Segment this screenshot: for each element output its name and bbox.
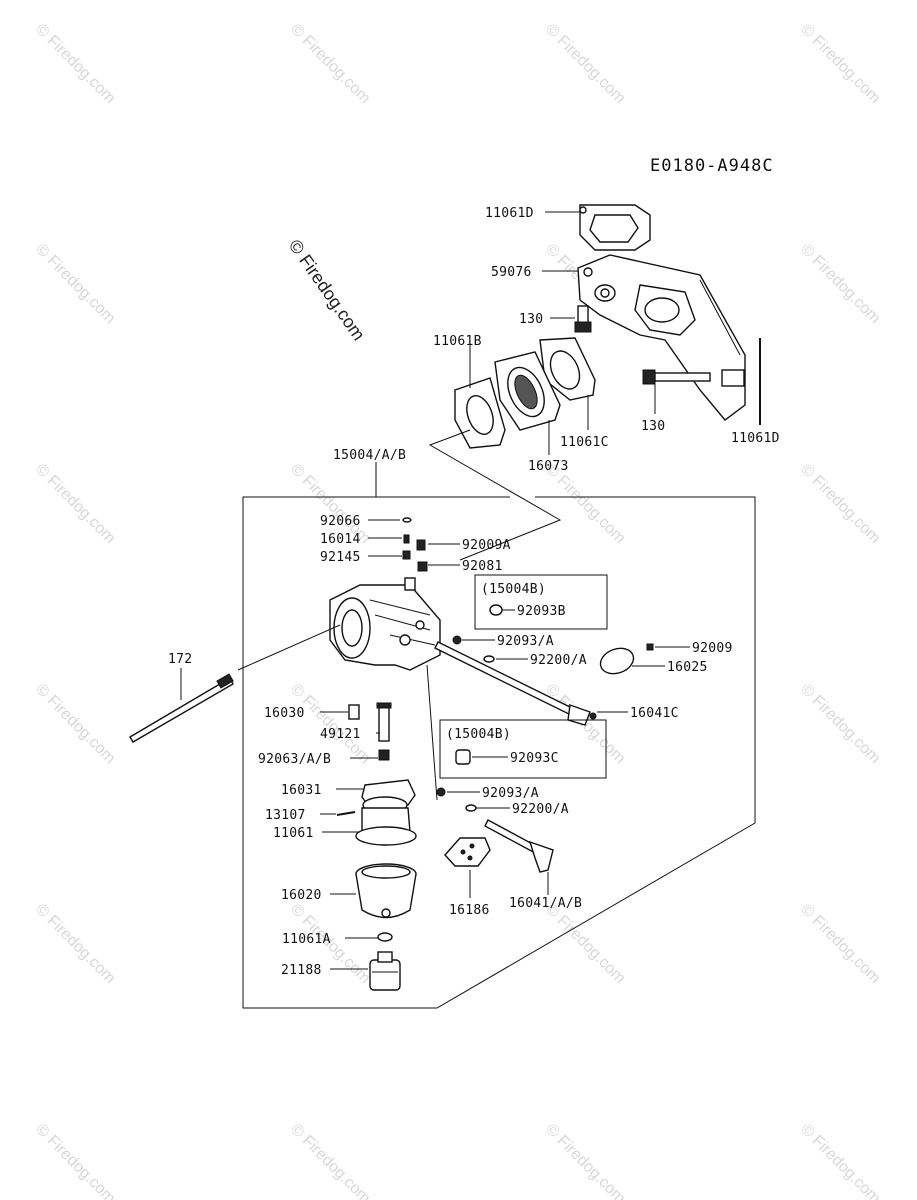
choke-shaft-16041ab [484, 819, 554, 873]
label-16041ab: 16041/A/B [509, 896, 582, 911]
label-11061a: 11061A [282, 932, 331, 947]
watermark: © Firedog.com [287, 1121, 373, 1200]
watermark: © Firedog.com [542, 901, 628, 987]
watermark: © Firedog.com [797, 241, 883, 327]
watermark: © Firedog.com [287, 21, 373, 107]
guide-line [426, 664, 438, 801]
washer-92200a-1 [483, 655, 495, 663]
bolt-130-top [574, 305, 592, 333]
watermark: © Firedog.com [797, 21, 883, 107]
option-header: (15004B) [446, 727, 511, 742]
label-59076: 59076 [491, 265, 532, 280]
leader-lines [180, 211, 690, 970]
watermark: © Firedog.com [32, 901, 118, 987]
jet-92063 [378, 749, 390, 761]
label-16025: 16025 [667, 660, 708, 675]
gasket-11061 [355, 807, 417, 846]
label-92200a-1: 92200/A [530, 653, 587, 668]
label-92063: 92063/A/B [258, 752, 331, 767]
option-header: (15004B) [481, 582, 546, 597]
option-box-92093b: (15004B) 92093B [474, 574, 608, 630]
label-92009: 92009 [692, 641, 733, 656]
label-13107: 13107 [265, 808, 306, 823]
copyright-notice: © Firedog.com [285, 236, 369, 344]
tube-49121 [376, 702, 392, 742]
watermark: © Firedog.com [797, 901, 883, 987]
watermark: © Firedog.com [32, 241, 118, 327]
label-172: 172 [168, 652, 192, 667]
bowl-16020 [355, 863, 417, 919]
option-part: 92093C [510, 751, 559, 766]
shaft-axis [237, 624, 341, 671]
watermark: © Firedog.com [32, 461, 118, 547]
watermark: © Firedog.com [797, 1121, 883, 1200]
label-11061: 11061 [273, 826, 314, 841]
label-130-right: 130 [641, 419, 665, 434]
label-92081: 92081 [462, 559, 503, 574]
option-part: 92093B [517, 604, 566, 619]
manifold-59076 [577, 254, 746, 421]
label-11061b: 11061B [433, 334, 482, 349]
label-92145: 92145 [320, 550, 361, 565]
label-92093a-1: 92093/A [497, 634, 554, 649]
label-21188: 21188 [281, 963, 322, 978]
screw-172 [129, 673, 234, 743]
jet-16030 [348, 704, 360, 720]
watermark: © Firedog.com [797, 461, 883, 547]
label-11061d-top: 11061D [485, 206, 534, 221]
label-92009a: 92009A [462, 538, 511, 553]
label-16014: 16014 [320, 532, 361, 547]
gasket-11061b [454, 377, 506, 449]
carburetor-body [329, 577, 441, 671]
washer-92200a-2 [465, 804, 477, 812]
small-parts-top [402, 517, 428, 572]
watermark: © Firedog.com [797, 681, 883, 767]
watermark: © Firedog.com [542, 1121, 628, 1200]
seal-92093a-1 [452, 635, 462, 645]
watermark-layer: © Firedog.com © Firedog.com © Firedog.co… [32, 21, 883, 1200]
watermark: © Firedog.com [32, 681, 118, 767]
watermark: © Firedog.com [32, 21, 118, 107]
label-92093a-2: 92093/A [482, 786, 539, 801]
seal-92093a-2 [436, 787, 446, 797]
watermark: © Firedog.com [32, 1121, 118, 1200]
bolt-130-right [642, 369, 711, 385]
label-16073: 16073 [528, 459, 569, 474]
label-49121: 49121 [320, 727, 361, 742]
label-11061c: 11061C [560, 435, 609, 450]
washer-11061a [377, 932, 393, 942]
label-16041c: 16041C [630, 706, 679, 721]
watermark: © Firedog.com [542, 21, 628, 107]
label-11061d-right: 11061D [731, 431, 780, 446]
gasket-11061d-top [579, 204, 651, 251]
label-15004-group: 15004/A/B [333, 448, 406, 463]
label-92066: 92066 [320, 514, 361, 529]
label-16031: 16031 [281, 783, 322, 798]
label-130-top: 130 [519, 312, 543, 327]
label-16030: 16030 [264, 706, 305, 721]
label-16186: 16186 [449, 903, 490, 918]
spacer-16073 [494, 351, 561, 431]
screw-92009 [646, 643, 654, 651]
diagram-code: E0180-A948C [650, 156, 774, 176]
option-box-92093c: (15004B) 92093C [439, 719, 607, 779]
label-16020: 16020 [281, 888, 322, 903]
gasket-11061c [539, 337, 596, 401]
plate-16186 [444, 837, 491, 867]
solenoid-21188 [369, 951, 401, 991]
projection-line [428, 429, 562, 561]
plate-16025 [599, 647, 635, 675]
pin-13107 [336, 811, 356, 816]
label-92200a-2: 92200/A [512, 802, 569, 817]
assembly-outline [242, 496, 756, 1009]
